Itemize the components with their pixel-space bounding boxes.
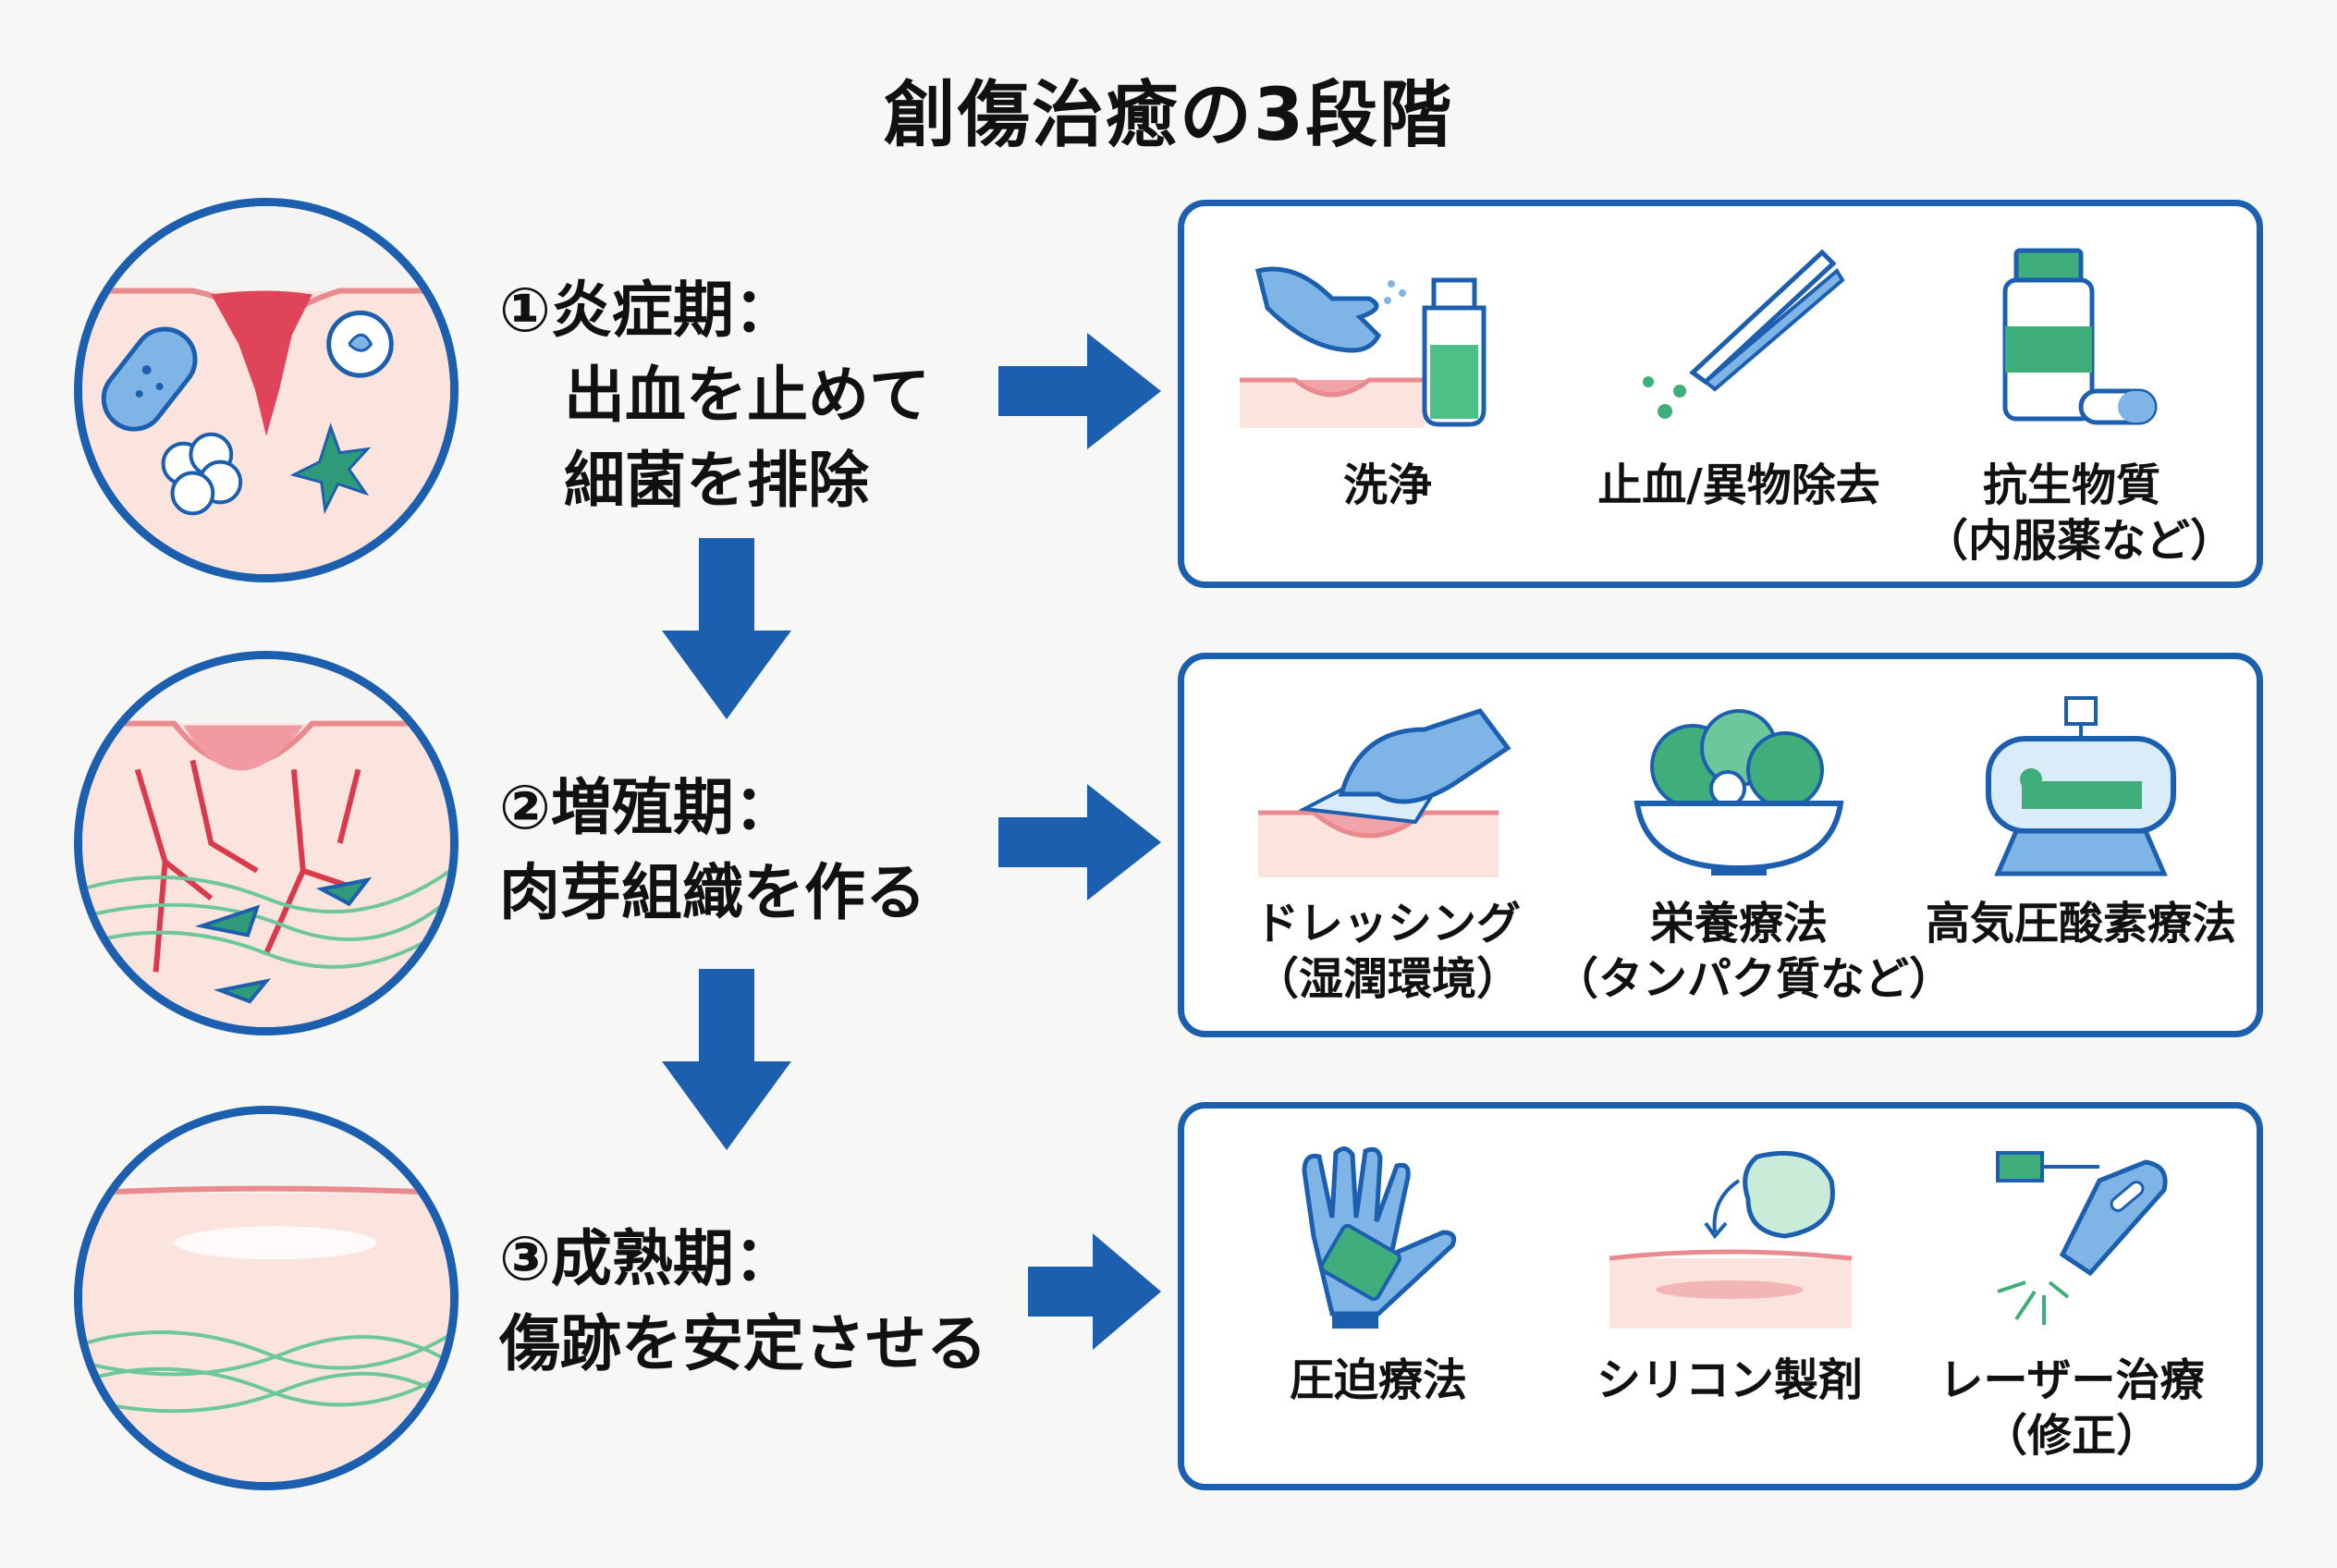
treatment-silicone: シリコン製剤 [1572,1144,1887,1408]
stage-1-text: ①炎症期： 出血を止めて 細菌を排除 [499,268,930,523]
stage-2-heading: ②増殖期： [499,772,795,843]
treatment-sublabel: （内服薬など） [1924,515,2235,567]
down-arrow-icon [662,538,791,719]
stage-2-treatment-panel: ドレッシング （湿潤環境） 栄養療法 （タンパク質など） 高気圧酸素療法 [1178,653,2263,1037]
bacteria-icon [101,326,198,432]
treatment-washing: 洗浄 [1240,243,1536,513]
treatment-label: 栄養療法 [1649,898,1828,949]
treatment-label: 圧迫療法 [1289,1354,1467,1406]
treatment-label: レーザー治療 [1939,1354,2205,1406]
treatment-sublabel: （修正） [1982,1410,2160,1462]
stage-2-line-2: 肉芽組織を作る [499,857,926,928]
treatment-sublabel: （湿潤環境） [1254,953,1521,1005]
right-arrow-icon [998,333,1161,449]
stage-3-heading: ③成熟期： [499,1223,795,1294]
treatment-compression: 圧迫療法 [1221,1144,1536,1408]
treatment-laser: レーザー治療 （修正） [1905,1144,2238,1464]
medicine-bottle-icon [2002,248,2158,425]
treatment-nutrition: 栄養療法 （タンパク質など） [1554,692,1954,1007]
treatment-dressing: ドレッシング （湿潤環境） [1240,692,1536,1007]
page-title: 創傷治癒の3段階 [883,74,1454,157]
treatment-hyperbaric-oxygen: 高気圧酸素療法 [1924,692,2238,951]
right-arrow-icon [998,784,1161,900]
down-arrow-icon [662,969,791,1150]
treatment-label: 洗浄 [1342,459,1432,511]
treatment-hemostasis: 止血/異物除去 [1572,243,1905,513]
dressing-hand-icon [1258,708,1511,877]
stage-1-treatment-panel: 洗浄 止血/異物除去 抗生物質 （内服薬など） [1178,200,2263,588]
treatment-sublabel: （タンパク質など） [1554,953,1954,1005]
tweezers-icon [1643,249,1845,419]
stage-1-heading: ①炎症期： [499,275,795,346]
stage-2-text: ②増殖期： 肉芽組織を作る [499,766,926,936]
hyperbaric-chamber-icon [1986,696,2176,876]
proliferation-circle-illustration [74,651,459,1035]
spray-bottle-glove-icon [1240,266,1487,428]
treatment-label: シリコン製剤 [1596,1354,1863,1406]
maturation-circle-illustration [74,1106,459,1490]
treatment-label: 止血/異物除去 [1597,459,1880,511]
stage-3-treatment-panel: 圧迫療法 シリコン製剤 レーザー治療 （修正） [1178,1102,2263,1490]
treatment-label: ドレッシング [1254,898,1521,949]
salad-bowl-icon [1633,709,1844,876]
compression-glove-icon [1302,1146,1457,1329]
laser-device-icon [1996,1151,2168,1325]
stage-1-line-2: 出血を止めて [564,360,930,431]
treatment-label: 高気圧酸素療法 [1925,898,2236,949]
stage-1-line-3: 細菌を排除 [564,445,869,516]
treatment-antibiotics: 抗生物質 （内服薬など） [1924,243,2235,569]
silicone-sheet-icon [1609,1150,1853,1329]
stage-3-line-2: 傷跡を安定させる [499,1308,987,1379]
treatment-label: 抗生物質 [1982,459,2160,511]
inflammation-circle-illustration [74,198,459,582]
stage-3-text: ③成熟期： 傷跡を安定させる [499,1217,987,1387]
right-arrow-icon [1028,1233,1161,1350]
